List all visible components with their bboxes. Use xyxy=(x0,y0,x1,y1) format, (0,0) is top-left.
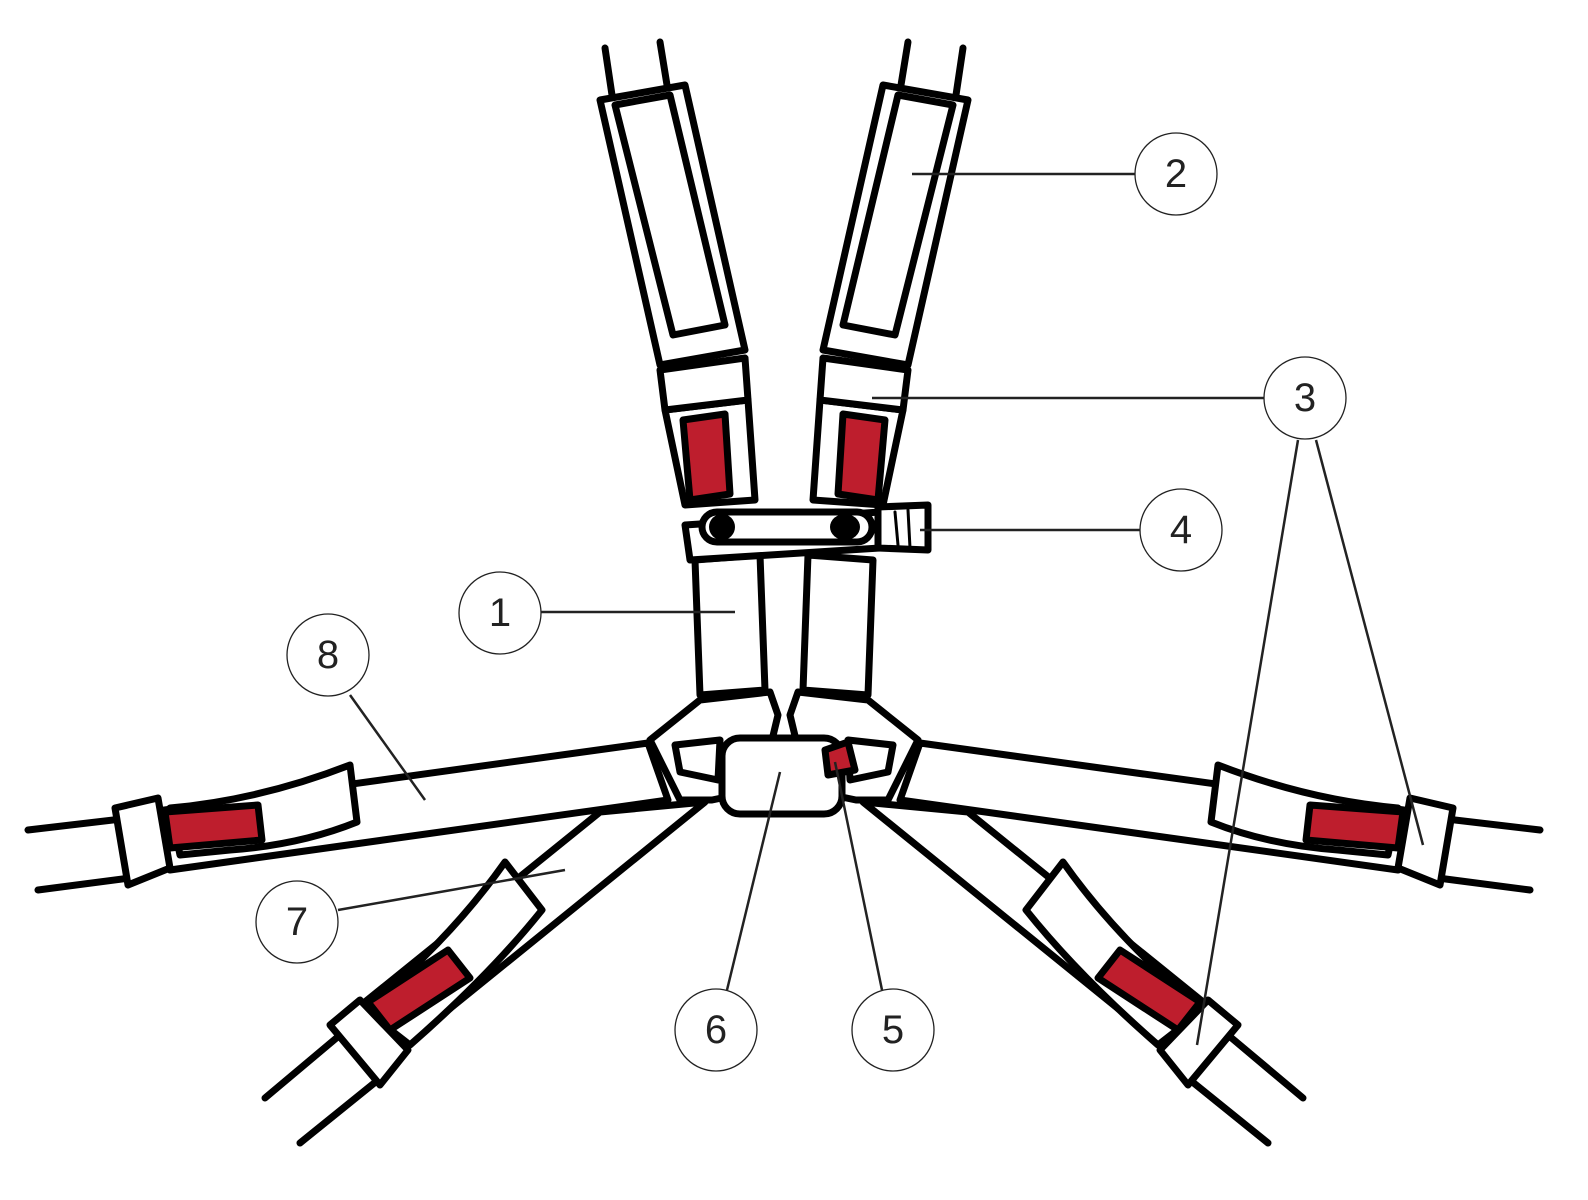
callout-label: 2 xyxy=(1165,152,1187,196)
callout-3: 3 xyxy=(1263,356,1347,440)
left-shoulder-adjuster xyxy=(656,354,759,509)
left-thigh-strap xyxy=(261,798,709,1147)
callout-label: 6 xyxy=(705,1008,727,1052)
callout-2: 2 xyxy=(1134,132,1218,216)
leader-lines xyxy=(337,172,1425,1046)
callout-label: 5 xyxy=(882,1008,904,1052)
callout-label: 7 xyxy=(286,900,308,944)
left-chest-strap xyxy=(691,551,769,699)
left-lap-belt xyxy=(24,739,672,894)
left-shoulder-strap xyxy=(596,38,749,369)
callout-6: 6 xyxy=(674,988,758,1072)
callout-4: 4 xyxy=(1139,488,1223,572)
callout-8: 8 xyxy=(286,613,370,697)
harness-left-half xyxy=(24,38,782,1147)
callout-label: 1 xyxy=(489,591,511,635)
callout-5: 5 xyxy=(851,988,935,1072)
callout-label: 4 xyxy=(1170,508,1192,552)
callout-7: 7 xyxy=(255,880,339,964)
callout-label: 8 xyxy=(317,633,339,677)
chest-clip xyxy=(681,501,932,564)
callout-1: 1 xyxy=(458,571,542,655)
callout-label: 3 xyxy=(1294,376,1316,420)
central-buckle xyxy=(718,734,859,818)
